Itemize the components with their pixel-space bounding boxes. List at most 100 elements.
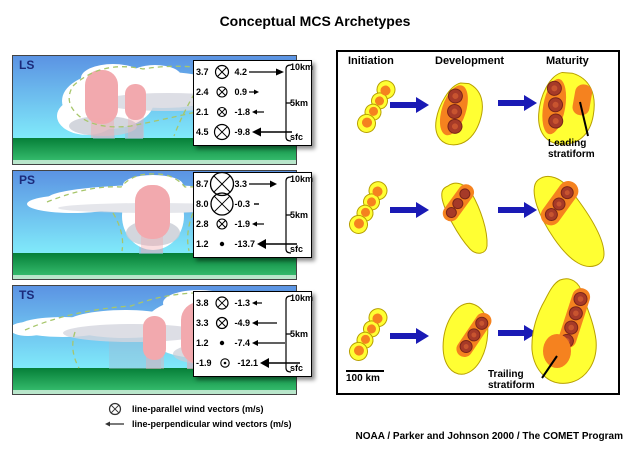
trailing-stratiform-pointer bbox=[541, 355, 558, 379]
ps-label: PS bbox=[19, 173, 36, 187]
ls-wind-row: 3.7 4.2 bbox=[196, 59, 285, 85]
perpendicular-value: -1.8 bbox=[234, 107, 251, 117]
perpendicular-value: -7.4 bbox=[234, 338, 251, 348]
parallel-value: 3.3 bbox=[196, 318, 209, 328]
stage-maturity-header: Maturity bbox=[546, 55, 589, 67]
ps-wind-row: 2.8 -1.9 bbox=[196, 214, 278, 234]
axis-10km-label: 10km bbox=[290, 293, 314, 303]
scale-bar-label: 100 km bbox=[346, 373, 380, 384]
ts-wind-row: 3.8 -1.3 bbox=[196, 293, 278, 313]
perpendicular-value: -1.3 bbox=[234, 298, 251, 308]
ts-maturity-blob bbox=[531, 278, 597, 384]
legend-parallel-label: line-parallel wind vectors (m/s) bbox=[132, 403, 264, 414]
ts-wind-row: -1.9 -12.1 bbox=[196, 350, 301, 376]
arrow-left-long-icon bbox=[251, 124, 293, 140]
legend-parallel-row: line-parallel wind vectors (m/s) bbox=[102, 401, 292, 416]
ts-development-blob bbox=[442, 302, 492, 375]
stage-arrow bbox=[498, 325, 537, 341]
ls-initiation-blob bbox=[357, 80, 396, 133]
axis-sfc-label: sfc bbox=[290, 244, 304, 254]
dot-icon bbox=[209, 231, 235, 257]
dash-tiny-icon bbox=[251, 196, 292, 212]
stage-arrow bbox=[498, 202, 537, 218]
leading-stratiform-pointer bbox=[579, 101, 589, 137]
radar-echo-cores bbox=[85, 70, 146, 138]
arrow-right-icon bbox=[248, 64, 289, 80]
axis-sfc-label: sfc bbox=[290, 132, 304, 142]
perpendicular-value: -4.9 bbox=[234, 318, 251, 328]
ps-wind-row: 8.7 3.3 bbox=[196, 171, 278, 197]
ls-wind-row: 2.1 -1.8 bbox=[196, 102, 278, 122]
perpendicular-value: 4.2 bbox=[234, 67, 248, 77]
perpendicular-value: 0.9 bbox=[234, 87, 248, 97]
axis-5km-label: 5km bbox=[290, 98, 309, 108]
ps-initiation-blob bbox=[349, 181, 388, 234]
perpendicular-value: -1.9 bbox=[234, 219, 251, 229]
ps-wind-row: 1.2 -13.7 bbox=[196, 231, 298, 257]
stage-arrow bbox=[498, 95, 537, 111]
ls-wind-row: 4.5 -9.8 bbox=[196, 119, 293, 145]
ts-wind-databox: 3.8 -1.3 3.3 -4.9 1.2 -7.4 -1.9 bbox=[193, 291, 314, 377]
ts-wind-row: 1.2 -7.4 bbox=[196, 330, 286, 356]
evolution-graphic bbox=[349, 71, 605, 384]
stage-arrow bbox=[390, 202, 429, 218]
ls-label: LS bbox=[19, 58, 35, 72]
arrow-left-icon bbox=[102, 419, 128, 429]
parallel-value: 2.1 bbox=[196, 107, 209, 117]
evolution-panel: Initiation Development Maturity Leading … bbox=[336, 50, 620, 395]
parallel-value: -1.9 bbox=[196, 358, 212, 368]
circle-x-icon bbox=[209, 79, 235, 105]
axis-5km-label: 5km bbox=[290, 210, 309, 220]
circle-x-icon bbox=[209, 119, 235, 145]
attribution-text: NOAA / Parker and Johnson 2000 / The COM… bbox=[355, 431, 623, 442]
circle-x-large-icon bbox=[209, 171, 235, 197]
parallel-value: 3.7 bbox=[196, 67, 209, 77]
ps-wind-row: 8.0 -0.3 bbox=[196, 191, 278, 217]
ls-development-blob bbox=[435, 82, 483, 146]
parallel-value: 2.4 bbox=[196, 87, 209, 97]
perpendicular-value: 3.3 bbox=[234, 179, 248, 189]
arrow-left-long-icon bbox=[256, 236, 298, 252]
trailing-stratiform-region bbox=[543, 334, 571, 368]
parallel-value: 8.0 bbox=[196, 199, 209, 209]
ts-wind-row: 3.3 -4.9 bbox=[196, 313, 278, 333]
ls-maturity-blob bbox=[538, 71, 595, 145]
axis-sfc-label: sfc bbox=[290, 363, 304, 373]
scale-bar: 100 km bbox=[346, 370, 386, 384]
dot-icon bbox=[209, 330, 235, 356]
perpendicular-value: -0.3 bbox=[234, 199, 251, 209]
circle-x-icon bbox=[209, 310, 235, 336]
leading-stratiform-label: Leading stratiform bbox=[548, 138, 595, 160]
circle-x-icon bbox=[102, 401, 128, 417]
radar-echo-cores bbox=[135, 185, 170, 253]
ts-label: TS bbox=[19, 288, 35, 302]
circle-x-icon bbox=[209, 59, 235, 85]
perpendicular-value: -9.8 bbox=[234, 127, 251, 137]
axis-10km-label: 10km bbox=[290, 174, 314, 184]
parallel-value: 4.5 bbox=[196, 127, 209, 137]
parallel-value: 3.8 bbox=[196, 298, 209, 308]
circle-x-icon bbox=[209, 290, 235, 316]
axis-10km-label: 10km bbox=[290, 62, 314, 72]
axis-5km-label: 5km bbox=[290, 329, 309, 339]
ls-wind-databox: 3.7 4.2 2.4 0.9 2.1 -1.8 4.5 bbox=[193, 59, 314, 146]
parallel-value: 8.7 bbox=[196, 179, 209, 189]
arrow-left-short-icon bbox=[251, 295, 292, 311]
arrow-right-icon bbox=[248, 176, 289, 192]
ps-scene-panel: PS bbox=[12, 170, 297, 280]
legend: line-parallel wind vectors (m/s) line-pe… bbox=[102, 401, 292, 431]
parallel-value: 1.2 bbox=[196, 239, 209, 249]
circle-x-icon bbox=[209, 211, 235, 237]
ls-wind-row: 2.4 0.9 bbox=[196, 82, 278, 102]
circle-x-large-icon bbox=[209, 191, 235, 217]
circle-x-icon bbox=[209, 99, 235, 125]
ts-initiation-blob bbox=[349, 308, 388, 361]
height-axis: 10km 5km sfc bbox=[281, 61, 314, 145]
ps-maturity-blob bbox=[533, 176, 605, 267]
scale-bar-line bbox=[346, 370, 384, 372]
ps-cloud-graphic bbox=[13, 171, 296, 279]
arrow-left-long-icon bbox=[259, 355, 301, 371]
height-axis: 10km 5km sfc bbox=[281, 292, 314, 376]
circle-dot-icon bbox=[212, 350, 238, 376]
